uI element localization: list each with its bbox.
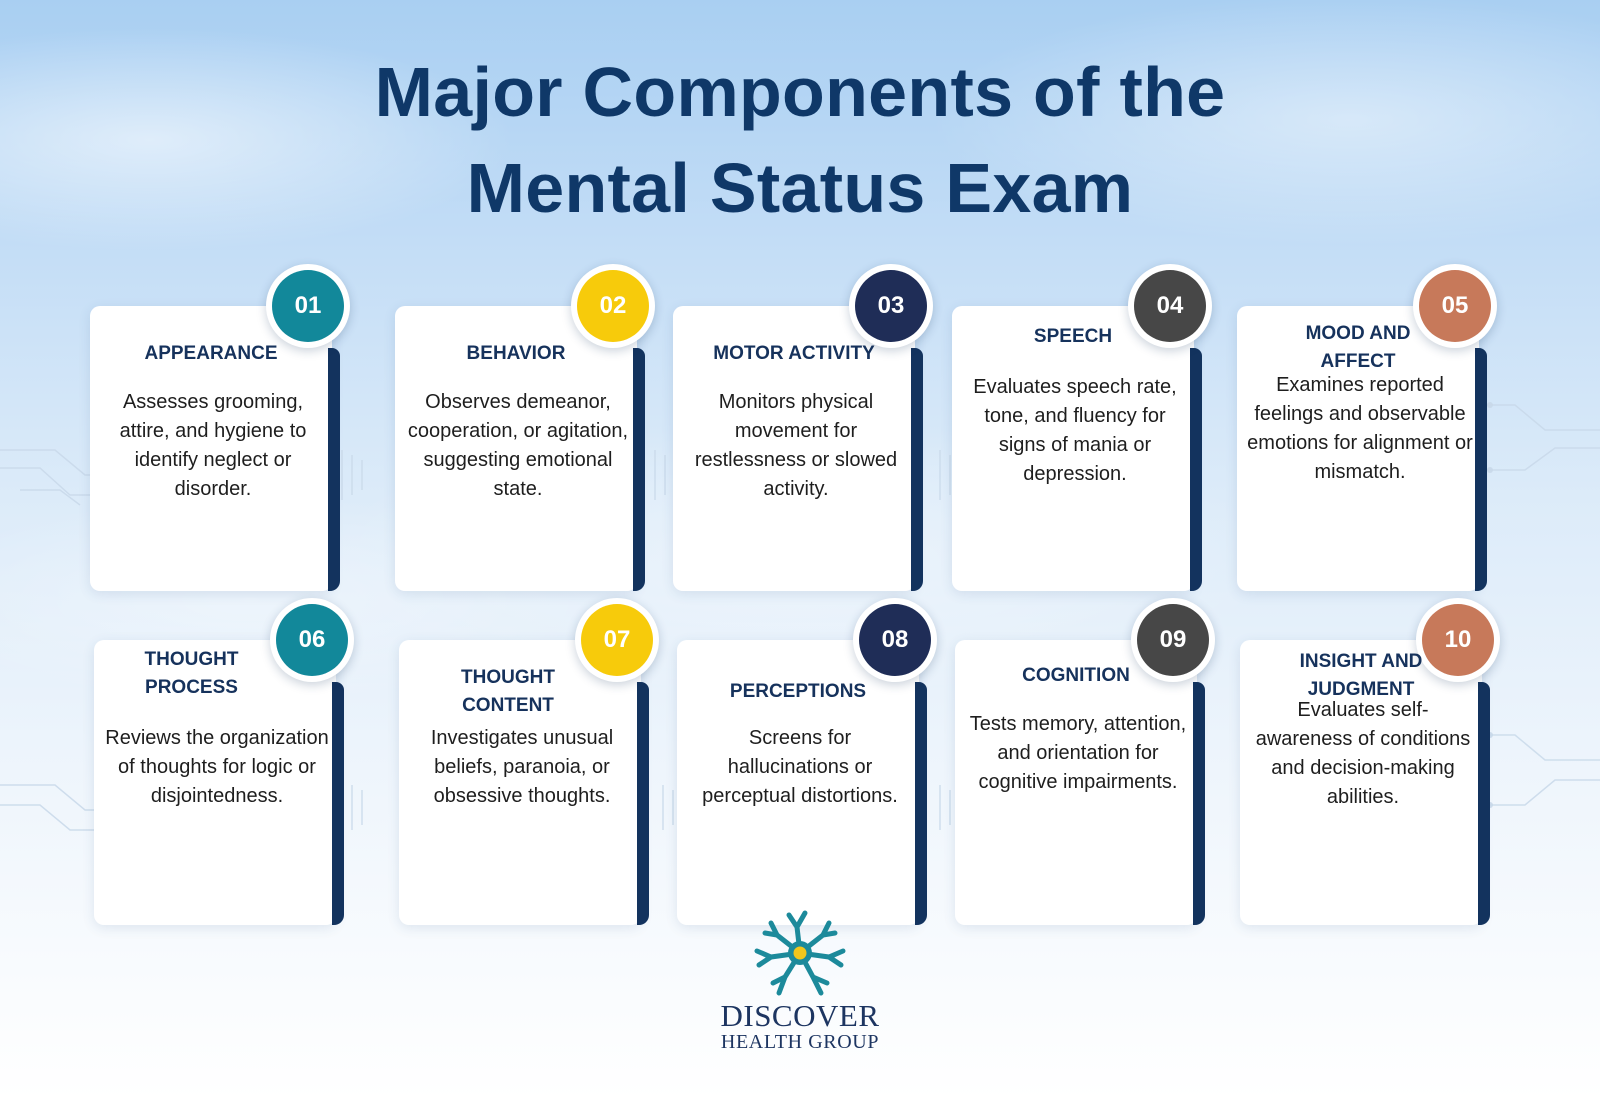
component-card-cognition: 09 COGNITION Tests memory, attention, an… — [955, 598, 1215, 925]
badge-number: 05 — [1419, 270, 1491, 342]
card-accent-bar — [911, 348, 923, 591]
component-card-insight-and-judgment: 10 INSIGHT AND JUDGMENT Evaluates self-a… — [1240, 598, 1500, 925]
brand-logo: DISCOVER HEALTH GROUP — [690, 905, 910, 1055]
card-panel — [955, 640, 1197, 925]
card-panel — [677, 640, 919, 925]
number-badge: 10 — [1416, 598, 1500, 682]
card-description: Screens for hallucinations or perceptual… — [702, 727, 898, 807]
card-accent-bar — [633, 348, 645, 591]
logo-subtitle: HEALTH GROUP — [720, 1031, 880, 1053]
number-badge: 09 — [1131, 598, 1215, 682]
number-badge: 04 — [1128, 264, 1212, 348]
card-description: Assesses grooming, attire, and hygiene t… — [119, 391, 307, 500]
card-description: Tests memory, attention, and orientation… — [969, 713, 1187, 793]
card-title: APPEARANCE — [104, 340, 318, 368]
card-accent-bar — [1193, 682, 1205, 925]
card-panel — [90, 306, 332, 591]
number-badge: 01 — [266, 264, 350, 348]
card-title-line-2: CONTENT — [462, 695, 554, 716]
card-accent-bar — [1475, 348, 1487, 591]
card-title-line-2: PROCESS — [145, 677, 238, 698]
card-title-line-1: THOUGHT — [144, 649, 239, 670]
component-card-speech: 04 SPEECH Evaluates speech rate, tone, a… — [952, 264, 1212, 591]
card-title: SPEECH — [966, 323, 1180, 351]
badge-number: 02 — [577, 270, 649, 342]
title-line-2: Mental Status Exam — [466, 149, 1134, 227]
card-title-line-1: INSIGHT AND — [1299, 651, 1423, 672]
card-title-line-1: COGNITION — [1022, 665, 1130, 686]
component-card-mood-and-affect: 05 MOOD AND AFFECT Examines reported fee… — [1237, 264, 1497, 591]
card-panel — [399, 640, 641, 925]
card-title-line-1: MOTOR ACTIVITY — [713, 343, 875, 364]
component-card-appearance: 01 APPEARANCE Assesses grooming, attire,… — [90, 264, 350, 591]
component-card-motor-activity: 03 MOTOR ACTIVITY Monitors physical move… — [673, 264, 933, 591]
badge-number: 06 — [276, 604, 348, 676]
number-badge: 07 — [575, 598, 659, 682]
component-card-behavior: 02 BEHAVIOR Observes demeanor, cooperati… — [395, 264, 655, 591]
card-title: MOTOR ACTIVITY — [687, 340, 901, 368]
card-description: Evaluates self-awareness of conditions a… — [1255, 699, 1471, 808]
card-accent-bar — [328, 348, 340, 591]
card-accent-bar — [332, 682, 344, 925]
card-title-line-1: THOUGHT — [461, 667, 555, 688]
badge-number: 08 — [859, 604, 931, 676]
card-title: PERCEPTIONS — [691, 678, 905, 706]
logo-name: DISCOVER — [720, 998, 880, 1033]
card-panel — [1240, 640, 1482, 925]
neuron-icon — [754, 910, 846, 996]
card-accent-bar — [915, 682, 927, 925]
badge-number: 07 — [581, 604, 653, 676]
card-title: THOUGHT PROCESS — [94, 646, 289, 702]
card-accent-bar — [637, 682, 649, 925]
card-title: THOUGHT CONTENT — [403, 664, 613, 720]
card-title-line-1: MOOD AND — [1305, 323, 1411, 344]
badge-number: 03 — [855, 270, 927, 342]
badge-number: 01 — [272, 270, 344, 342]
card-title-line-2: JUDGMENT — [1307, 679, 1415, 700]
card-title-line-2: AFFECT — [1320, 351, 1396, 372]
card-panel — [1237, 306, 1479, 591]
card-title: INSIGHT AND JUDGMENT — [1256, 648, 1466, 704]
component-card-thought-process: 06 THOUGHT PROCESS Reviews the organizat… — [94, 598, 354, 925]
number-badge: 03 — [849, 264, 933, 348]
component-card-perceptions: 08 PERCEPTIONS Screens for hallucination… — [677, 598, 937, 925]
card-title-line-1: PERCEPTIONS — [729, 681, 867, 702]
badge-number: 04 — [1134, 270, 1206, 342]
number-badge: 06 — [270, 598, 354, 682]
card-description: Investigates unusual beliefs, paranoia, … — [430, 727, 614, 807]
title-line-1: Major Components of the — [374, 53, 1226, 131]
card-panel — [952, 306, 1194, 591]
card-description: Reviews the organization of thoughts for… — [105, 727, 329, 807]
card-title-line-1: APPEARANCE — [144, 343, 278, 364]
card-panel — [673, 306, 915, 591]
number-badge: 08 — [853, 598, 937, 682]
card-description: Observes demeanor, cooperation, or agita… — [407, 391, 629, 500]
card-description: Evaluates speech rate, tone, and fluency… — [973, 376, 1177, 485]
card-description: Examines reported feelings and observabl… — [1247, 374, 1473, 483]
card-description: Monitors physical movement for restlessn… — [694, 391, 898, 500]
badge-number: 09 — [1137, 604, 1209, 676]
number-badge: 05 — [1413, 264, 1497, 348]
card-title: COGNITION — [969, 662, 1183, 690]
page-title: Major Components of the Mental Status Ex… — [0, 44, 1600, 236]
number-badge: 02 — [571, 264, 655, 348]
card-title-line-1: SPEECH — [1033, 326, 1113, 347]
card-panel — [395, 306, 637, 591]
component-card-thought-content: 07 THOUGHT CONTENT Investigates unusual … — [399, 598, 659, 925]
card-title: BEHAVIOR — [409, 340, 623, 368]
card-title: MOOD AND AFFECT — [1251, 320, 1465, 376]
card-accent-bar — [1190, 348, 1202, 591]
card-title-line-1: BEHAVIOR — [466, 343, 566, 364]
card-panel — [94, 640, 336, 925]
badge-number: 10 — [1422, 604, 1494, 676]
card-accent-bar — [1478, 682, 1490, 925]
